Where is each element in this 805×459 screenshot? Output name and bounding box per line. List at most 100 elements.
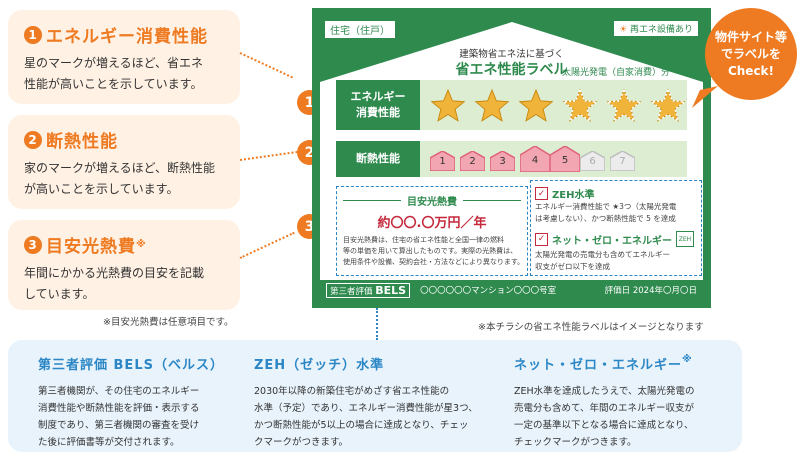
cost-desc-line: 等の単価を用いて算出したものです。実際の光熱費は、 [343,247,518,255]
house-icon: 4 [519,145,551,173]
info-line: クマークがつきます。 [254,437,349,448]
info-nzeh: ネット・ゼロ・エネルギー※ ZEH水準を達成したうえで、太陽光発電の売電分も含め… [514,354,729,451]
insulation-row-label: 断熱性能 [336,141,420,177]
nzeh-desc-line: 太陽光発電の売電分も含めてエネルギー [535,250,670,259]
cost-value: 約〇〇.〇万円／年 [377,216,487,231]
info-line: かつ断熱性能が5以上の場合に達成となり、チェッ [254,420,469,431]
cost-desc-line: 使用条件や設備、契約会社・方法などにより異なります。 [343,258,525,266]
energy-row: エネルギー消費性能 太陽光発電（自家消費）分 [336,68,687,130]
info-title: ZEH（ゼッチ）水準 [254,358,385,373]
star-icon [518,88,554,122]
nzeh-title: ネット・ゼロ・エネルギー [552,235,672,247]
bels-logo: BELS [375,283,407,297]
solar-note: 太陽光発電（自家消費）分 [562,68,671,78]
info-zeh: ZEH（ゼッチ）水準 2030年以降の新築住宅がめざす省エネ性能の水準（予定）で… [254,354,494,451]
zeh-desc-line: は考慮しない）、かつ断熱性能で 5 を達成 [535,214,676,223]
label-title: 省エネ性能ラベル [455,62,568,78]
card-desc-line: 星のマークが増えるほど、省エネ [24,56,204,70]
cost-block: 目安光熱費 約〇〇.〇万円／年 目安光熱費は、住宅の省エネ性能と全国一律の燃料 … [336,186,528,276]
house-number: 3 [499,156,506,167]
card-title-energy: エネルギー消費性能 [46,27,208,47]
house-number: 7 [619,156,626,167]
callout-line: でラベルを [720,46,781,61]
connector-line [239,52,293,79]
info-line: チェックマークがつきます。 [514,437,637,448]
info-line: 売電分も含めて、年間のエネルギー収支が [514,403,695,414]
connector-line [376,308,378,340]
eval-date: 評価日 2024年〇月〇日 [604,286,697,296]
callout-line: Check! [727,63,775,78]
card-desc-line: しています。 [24,287,95,301]
house-icon: 5 [549,145,581,173]
info-line: 制度であり、第三者機関の審査を受け [38,420,200,431]
check-callout: 物件サイト等でラベルを Check! [705,8,797,100]
sun-icon: ☀ [619,25,628,35]
callout-tail [692,86,718,108]
card-desc-line: 性能が高いことを示しています。 [24,77,203,91]
zeh-logo-icon: ZEH [676,231,694,247]
house-number: 6 [589,156,596,167]
nzeh-desc-line: 収支がゼロ以下を達成 [535,262,610,271]
info-line: た後に評価書等が交付されます。 [38,437,180,448]
connector-line [239,150,298,161]
energy-row-label: エネルギー [350,90,406,103]
number-badge-3: 3 [24,235,42,254]
card-title-sup: ※ [136,239,147,250]
info-line: 2030年以降の新築住宅がめざす省エネ性能の [254,386,450,397]
solar-star-icon [606,88,642,122]
house-icon: 7 [609,150,636,172]
info-title-sup: ※ [682,354,693,365]
label-subtitle: 建築物省エネ法に基づく [459,49,564,60]
house-number: 4 [531,155,539,166]
info-bels: 第三者評価 BELS（ベルス） 第三者機関が、その住宅のエネルギー消費性能や断熱… [38,354,238,451]
house-icon: 1 [429,150,456,172]
tag-renewable-text: 再エネ設備あり [629,25,693,35]
card-desc-line: 家のマークが増えるほど、断熱性能 [24,161,216,175]
card-title-cost: 目安光熱費 [46,237,136,257]
info-line: 消費性能や断熱性能を評価・表示する [38,403,200,414]
house-number: 5 [561,155,569,166]
card-desc-line: 年間にかかる光熱費の目安を記載 [24,266,205,280]
info-line: ZEH水準を達成したうえで、太陽光発電の [514,386,695,397]
tag-housing-unit: 住宅（住戸） [324,20,396,39]
energy-stars [430,87,686,123]
connector-line [239,231,295,259]
number-badge-1: 1 [24,25,42,44]
callout-line: 物件サイト等 [714,29,787,44]
zeh-desc-line: エネルギー消費性能で ★3つ（太陽光発電 [535,202,677,211]
zeh-block: ✓ ZEH水準 エネルギー消費性能で ★3つ（太陽光発電 は考慮しない）、かつ断… [530,180,702,276]
house-icon: 3 [489,150,516,172]
building-name: 〇〇〇〇〇〇マンション〇〇〇号室 [420,286,557,296]
solar-star-icon [562,88,598,122]
info-line: 第三者機関が、その住宅のエネルギー [38,386,200,397]
card-desc-line: が高いことを示しています。 [24,182,179,196]
info-line: 一定の基準以下となる場合に達成となり、 [514,420,694,431]
info-panel: 第三者評価 BELS（ベルス） 第三者機関が、その住宅のエネルギー消費性能や断熱… [8,340,742,452]
star-icon [430,88,466,122]
check-icon: ✓ [535,232,548,246]
note-left: ※目安光熱費は任意項目です。 [103,317,234,328]
card-title-insulation: 断熱性能 [46,132,118,152]
house-icon: 2 [459,150,486,172]
check-icon: ✓ [535,187,548,200]
insulation-row: 断熱性能 1 2 3 4 5 6 7 [336,141,687,177]
house-icon: 6 [579,150,606,172]
solar-star-icon [650,88,686,122]
tag-renewable: ☀ 再エネ設備あり [613,20,699,37]
label-footer: 第三者評価 BELS 〇〇〇〇〇〇マンション〇〇〇号室 評価日 2024年〇月〇… [320,280,703,300]
roof-shape [320,16,703,82]
note-right: ※本チラシの省エネ性能ラベルはイメージとなります [478,322,704,333]
energy-label-inner: 住宅（住戸） ☀ 再エネ設備あり 建築物省エネ法に基づく 省エネ性能ラベル エネ… [320,16,703,300]
cost-desc-line: 目安光熱費は、住宅の省エネ性能と全国一律の燃料 [343,236,504,244]
zeh-title: ZEH水準 [552,190,595,201]
star-icon [474,88,510,122]
bels-label: 第三者評価 BELS [326,282,411,298]
house-number: 2 [469,156,476,167]
house-number: 1 [439,156,446,167]
info-title: ネット・ゼロ・エネルギー [514,358,683,373]
info-line: 水準（予定）であり、エネルギー消費性能が星3つ、 [254,403,478,414]
cost-header: 目安光熱費 [407,197,457,208]
